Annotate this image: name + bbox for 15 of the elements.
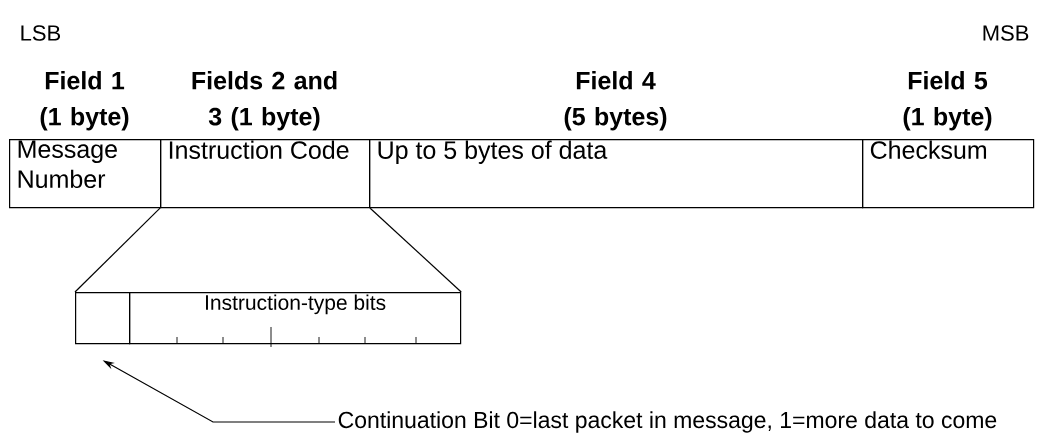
byte-order-label: LSB xyxy=(21,25,61,41)
field-cell: Instruction Code xyxy=(160,139,371,209)
zoom-line xyxy=(369,207,462,293)
zoom-line xyxy=(74,207,161,293)
field-cell: Checksum xyxy=(862,139,1035,209)
field-heading: Field 5 (1 byte) xyxy=(903,71,992,131)
field-heading: Fields 2 and 3 (1 byte) xyxy=(192,71,337,131)
byte-order-label: MSB xyxy=(983,25,1029,41)
bit-field-cell: Instruction-type bits xyxy=(129,292,462,345)
note-text: Continuation Bit 0=last packet in message, 1=more data to come xyxy=(338,411,997,433)
field-cell: Up to 5 bytes of data xyxy=(369,139,864,209)
bit-cell xyxy=(75,292,131,345)
field-cell: Message Number xyxy=(9,139,162,209)
field-heading: Field 1 (1 byte) xyxy=(40,71,129,131)
field-heading: Field 4 (5 bytes) xyxy=(564,71,667,131)
